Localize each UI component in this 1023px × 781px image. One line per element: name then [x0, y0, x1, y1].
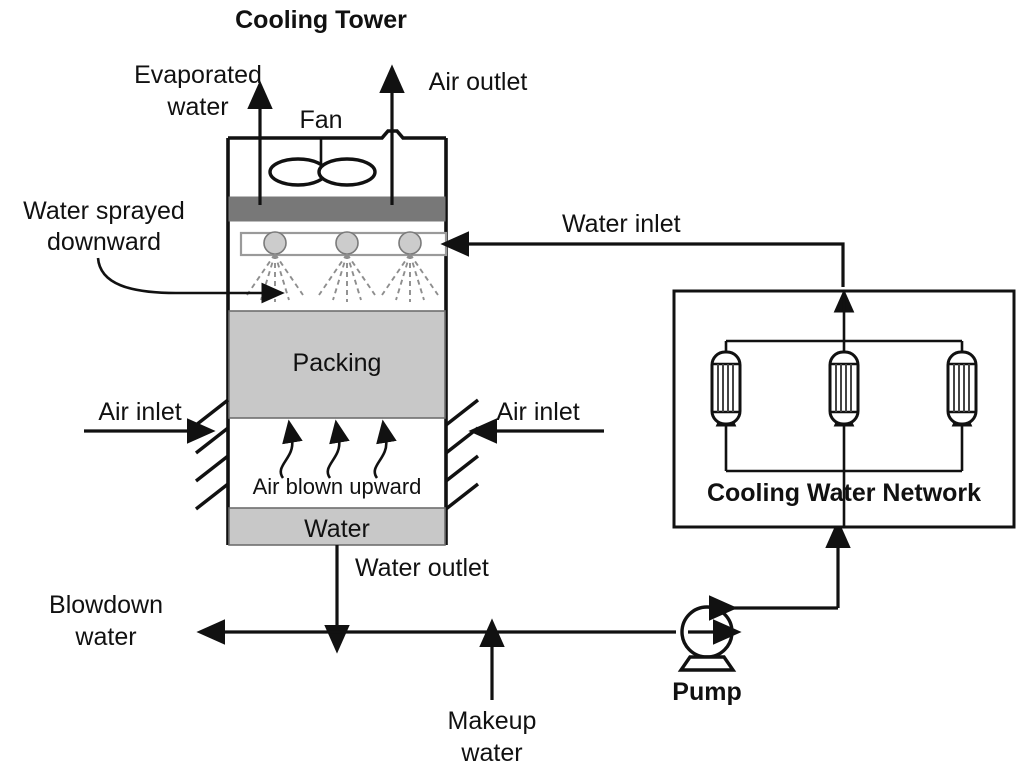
heat-exchanger — [946, 350, 978, 426]
heat-exchanger — [828, 350, 860, 426]
water-inlet-stream — [440, 231, 845, 287]
makeup-water-label-line2: water — [460, 739, 522, 767]
water-sprayed-label-line1: Water sprayed — [23, 197, 185, 225]
evaporated-water-label-line2: water — [166, 93, 228, 121]
air-blown-upward-arrows — [279, 419, 397, 479]
air-inlet-right-label: Air inlet — [496, 398, 579, 426]
drift-eliminator — [228, 196, 446, 222]
packing-label: Packing — [293, 349, 382, 377]
air-blown-upward-label: Air blown upward — [253, 474, 422, 499]
heat-exchanger — [710, 350, 742, 426]
water-sprayed-leader — [96, 257, 285, 304]
air-inlet-left-label: Air inlet — [98, 398, 181, 426]
spray-header — [239, 231, 448, 302]
water-sprayed-label-line2: downward — [47, 228, 161, 256]
pump — [677, 595, 838, 672]
cooling-water-network — [672, 289, 1016, 529]
cooling-water-network-label: Cooling Water Network — [707, 479, 981, 507]
blowdown-water-label-line2: water — [74, 623, 136, 651]
louver-left — [194, 398, 230, 511]
blowdown-water-label-line1: Blowdown — [49, 591, 163, 619]
fan-label: Fan — [299, 106, 342, 134]
louver-right — [444, 398, 480, 511]
page-title: Cooling Tower — [235, 6, 407, 34]
packing-block — [228, 310, 446, 419]
water-outlet-label: Water outlet — [355, 554, 489, 582]
water-inlet-label: Water inlet — [562, 210, 681, 238]
makeup-water-label-line1: Makeup — [448, 707, 537, 735]
spray-nozzle — [318, 231, 376, 302]
air-outlet-label: Air outlet — [429, 68, 528, 96]
fan — [268, 138, 377, 187]
water-basin-label: Water — [304, 515, 370, 543]
spray-nozzle — [381, 231, 439, 302]
evaporated-water-label-line1: Evaporated — [134, 61, 262, 89]
pump-label: Pump — [672, 678, 741, 706]
